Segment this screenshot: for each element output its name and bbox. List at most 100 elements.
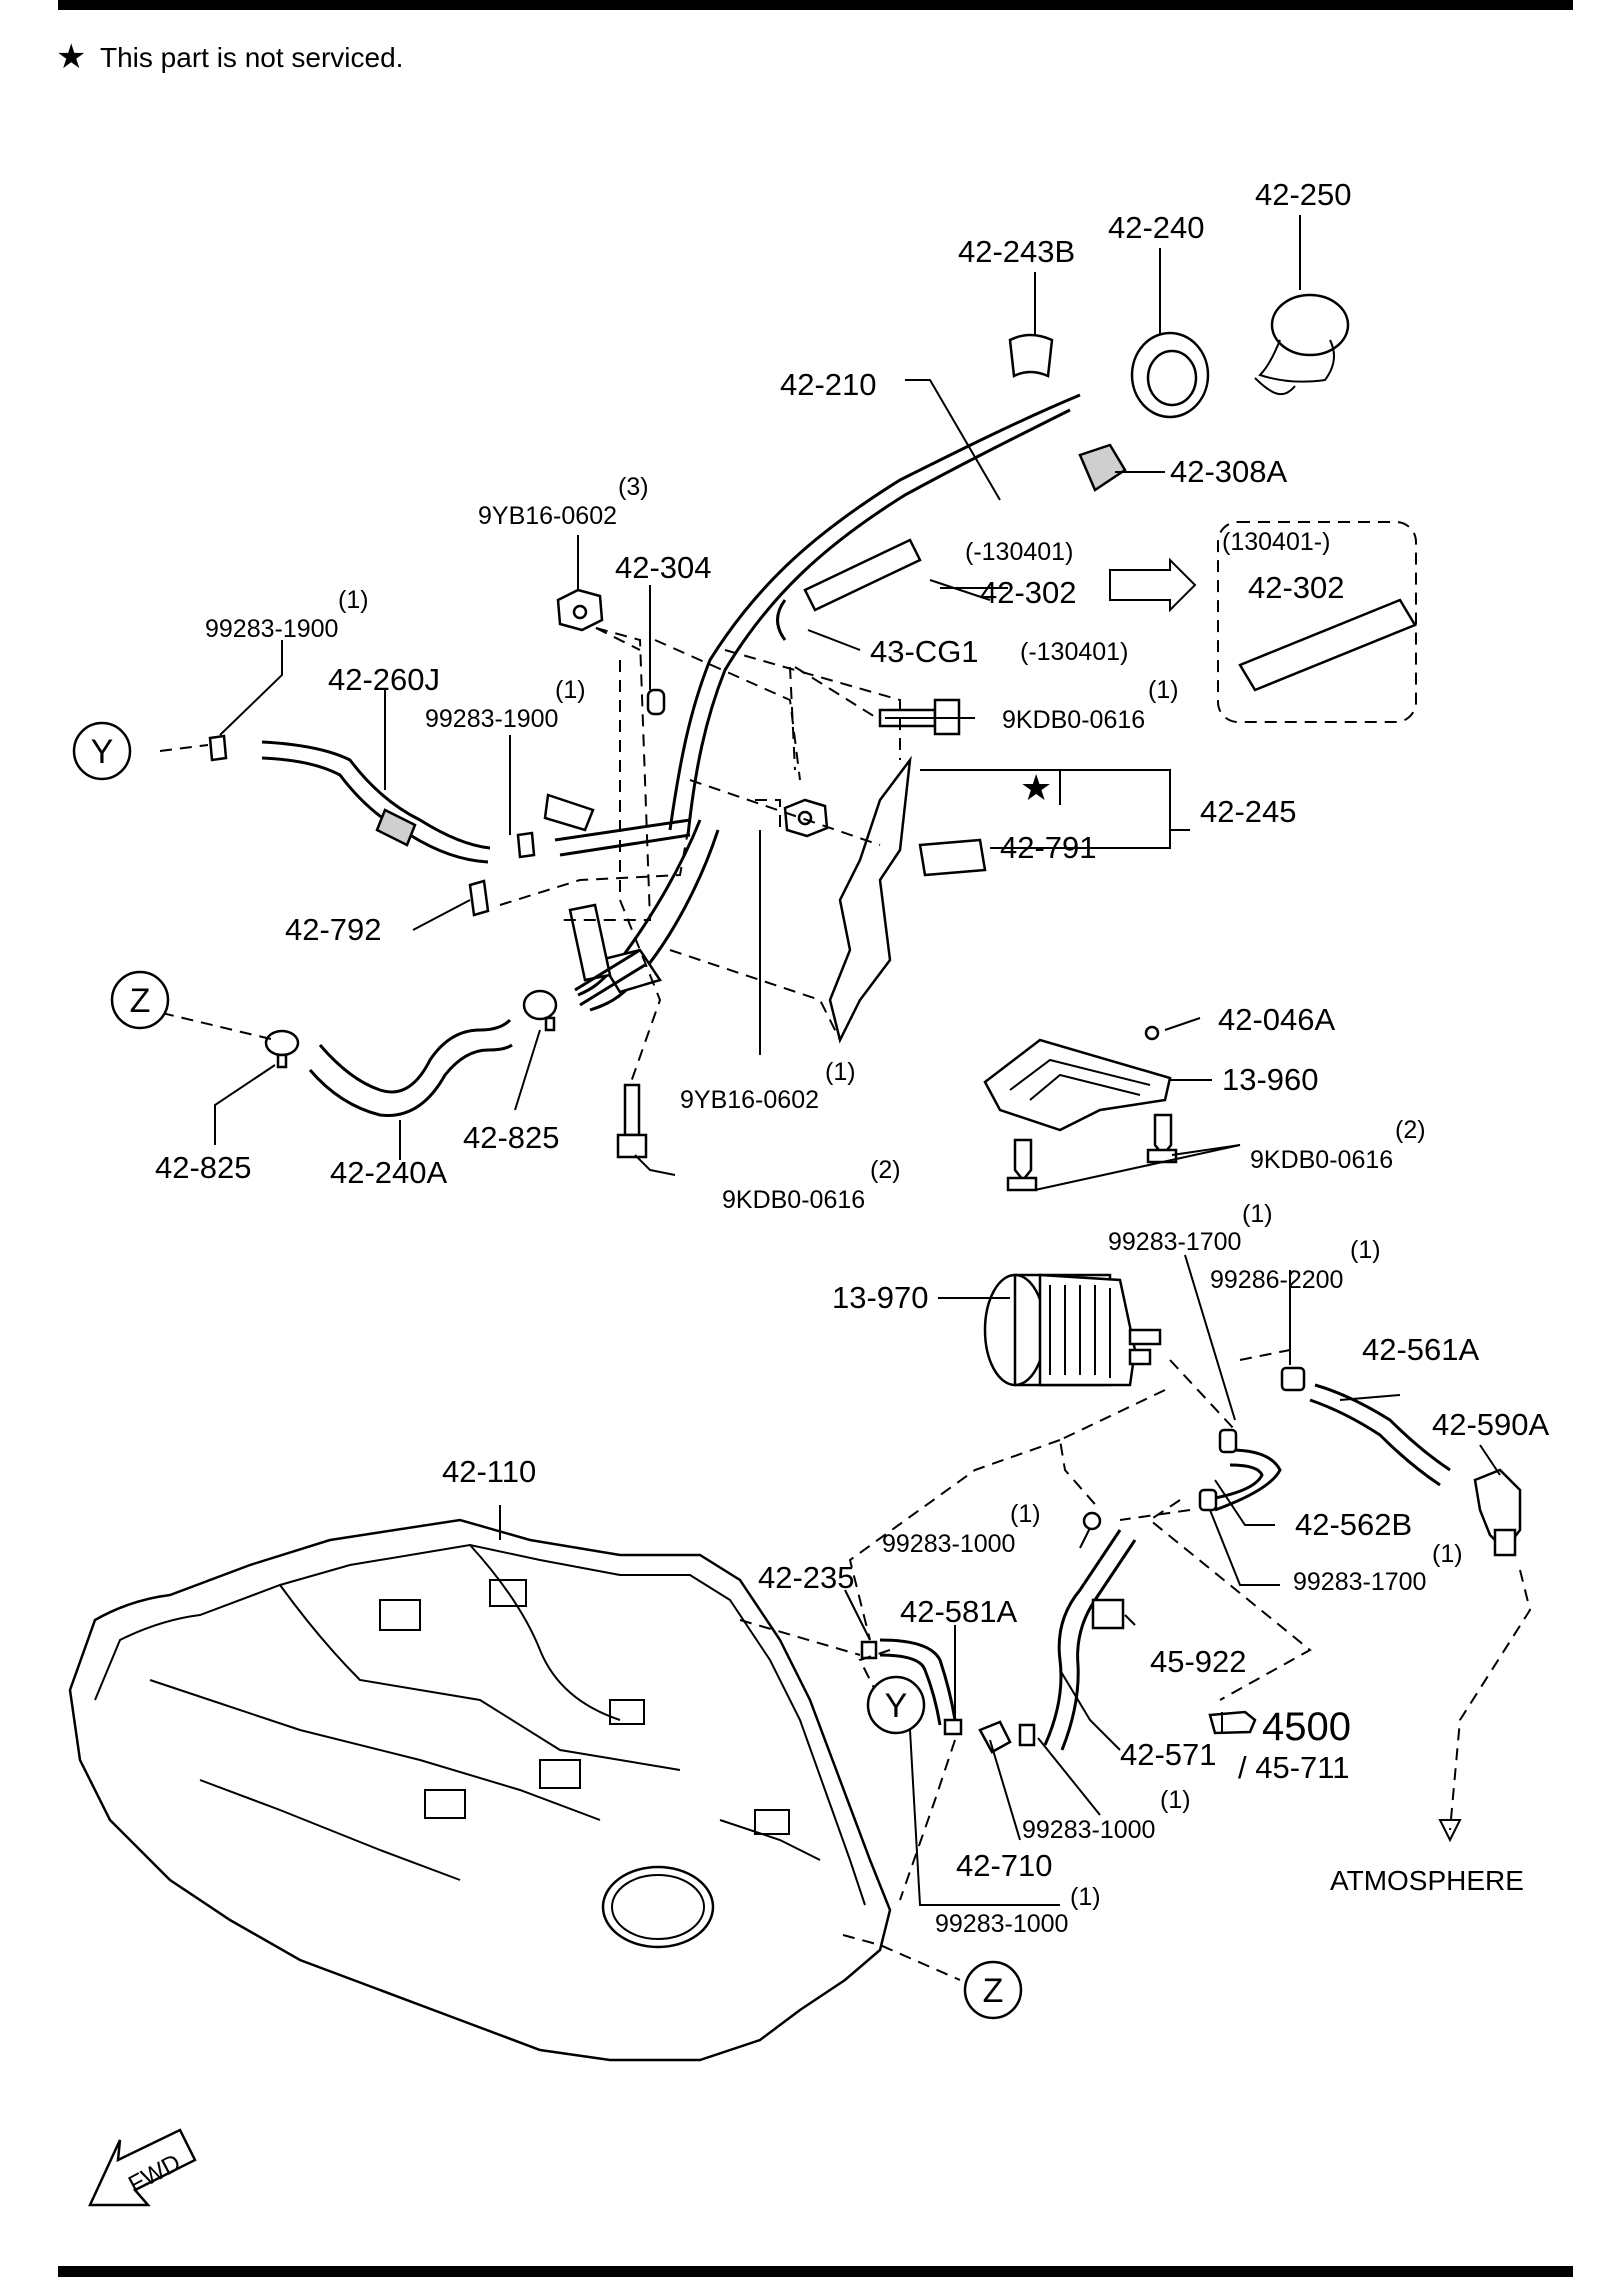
label-42-304: 42-304 — [615, 550, 712, 585]
part-42-304 — [646, 688, 666, 716]
clamp-99283-1900-a — [208, 734, 228, 762]
label-42-240: 42-240 — [1108, 210, 1205, 245]
screw-9KDB0-right-b — [1006, 1138, 1038, 1192]
label-42-792: 42-792 — [285, 912, 382, 947]
label-42-825-b: 42-825 — [463, 1120, 560, 1155]
svg-text:Z: Z — [983, 1972, 1004, 2010]
hose-42-562B — [1198, 1428, 1282, 1512]
nut-9YB16-mid — [783, 798, 829, 838]
clamp-99283-1900-b — [516, 831, 536, 859]
note-star-icon: ★ — [56, 38, 86, 76]
label-42-243B: 42-243B — [958, 234, 1075, 269]
label-42-562B: 42-562B — [1295, 1507, 1412, 1542]
solid-leaders — [214, 215, 1501, 1906]
label-42-581A: 42-581A — [900, 1594, 1018, 1629]
label-13-960: 13-960 — [1222, 1062, 1319, 1097]
label-42-240A: 42-240A — [330, 1155, 448, 1190]
label-13-970: 13-970 — [832, 1280, 929, 1315]
clamp-42-825-a — [264, 1029, 300, 1069]
qty-99286-2200: (1) — [1350, 1236, 1381, 1264]
qty-99283-1700-a: (1) — [1242, 1200, 1273, 1228]
qty-9KDB0-mid: (2) — [870, 1156, 901, 1184]
top-border — [58, 0, 1573, 10]
svg-text:Y: Y — [885, 1687, 908, 1725]
part-42-302-alt — [1238, 598, 1417, 692]
valve-42-590A — [1473, 1468, 1522, 1557]
fuel-tank-42-110 — [68, 1518, 892, 2062]
label-42-590A: 42-590A — [1432, 1407, 1550, 1442]
svg-text:Y: Y — [91, 733, 114, 771]
hose-42-561A — [1280, 1366, 1451, 1487]
grommet-42-046A — [1144, 1025, 1160, 1041]
pipe-42-581A — [879, 1638, 963, 1736]
part-42-792 — [468, 879, 490, 917]
alt-part-frame — [1217, 521, 1417, 723]
label-42-110: 42-110 — [442, 1454, 536, 1489]
label-42-710: 42-710 — [956, 1848, 1053, 1883]
label-9KDB0-right: 9KDB0-0616 — [1250, 1146, 1393, 1174]
condition-minus: (-130401) — [965, 538, 1073, 566]
qty-9YB16-top: (3) — [618, 473, 649, 501]
hand-pointer-icon — [1208, 1710, 1257, 1735]
part-42-308A — [1078, 443, 1127, 492]
label-42-825-a: 42-825 — [155, 1150, 252, 1185]
callout-Z-lower: Z — [963, 1960, 1023, 2020]
label-99283-1900-b: 99283-1900 — [425, 705, 558, 733]
condition-plus: (130401-) — [1222, 528, 1330, 556]
qty-9KDB0-right: (2) — [1395, 1116, 1426, 1144]
qty-99283-1700-b: (1) — [1432, 1540, 1463, 1568]
label-9KDB0-top: 9KDB0-0616 — [1002, 706, 1145, 734]
qty-99283-1000-b: (1) — [1160, 1786, 1191, 1814]
callout-Y-upper: Y — [72, 721, 132, 781]
part-42-302-hose — [803, 538, 922, 612]
label-99283-1700-a: 99283-1700 — [1108, 1228, 1241, 1256]
fuel-cap-42-250 — [1254, 293, 1350, 396]
hose-42-571 — [1043, 1529, 1137, 1751]
ref-4500: 4500 — [1262, 1705, 1351, 1749]
label-42-791: 42-791 — [1000, 830, 1097, 865]
qty-99283-1000-a: (1) — [1010, 1500, 1041, 1528]
label-42-046A: 42-046A — [1218, 1002, 1336, 1037]
clip-42-235 — [860, 1640, 878, 1660]
bolt-9KDB0-mid — [616, 1083, 648, 1159]
part-42-243B — [1008, 333, 1054, 378]
label-42-561A: 42-561A — [1362, 1332, 1480, 1367]
hose-42-260J — [261, 740, 491, 864]
bottom-border — [58, 2266, 1573, 2277]
ref-45-711: / 45-711 — [1238, 1750, 1349, 1785]
label-9KDB0-mid: 9KDB0-0616 — [722, 1186, 865, 1214]
label-99283-1000-c: 99283-1000 — [935, 1910, 1068, 1938]
callout-Z-upper: Z — [110, 970, 170, 1030]
part-43-CG1 — [776, 599, 787, 641]
label-42-571: 42-571 — [1120, 1737, 1217, 1772]
label-42-245: 42-245 — [1200, 794, 1297, 829]
shield-42-245 — [828, 755, 987, 1044]
condition-minus-2: (-130401) — [1020, 638, 1128, 666]
label-42-250: 42-250 — [1255, 177, 1352, 212]
clamp-99283-1000-a — [1082, 1511, 1102, 1531]
label-99283-1900-a: 99283-1900 — [205, 615, 338, 643]
qty-9KDB0-top: (1) — [1148, 676, 1179, 704]
note-text: This part is not serviced. — [100, 42, 403, 73]
svg-text:Z: Z — [130, 982, 151, 1020]
label-45-922: 45-922 — [1150, 1644, 1247, 1679]
label-9YB16-top: 9YB16-0602 — [478, 502, 617, 530]
screw-9KDB0-right-a — [1146, 1113, 1178, 1164]
qty-99283-1000-c: (1) — [1070, 1883, 1101, 1911]
hose-42-240A — [308, 1018, 513, 1117]
qty-99283-1900-a: (1) — [338, 586, 369, 614]
callout-Y-lower: Y — [866, 1675, 926, 1735]
nut-9YB16-top — [556, 588, 604, 632]
canister-13-970 — [983, 1273, 1162, 1387]
qty-9YB16-mid: (1) — [825, 1058, 856, 1086]
label-42-302-b: 42-302 — [1248, 570, 1345, 605]
label-43-CG1: 43-CG1 — [870, 634, 979, 669]
lower-leader-lines — [739, 1349, 1532, 1981]
fwd-arrow-icon: FWD — [88, 2128, 197, 2207]
upper-leader-lines — [159, 627, 901, 1086]
not-serviced-star: ★ — [1020, 767, 1052, 808]
label-42-260J: 42-260J — [328, 662, 440, 697]
clamp-99283-1000-b — [1018, 1723, 1036, 1747]
label-99283-1700-b: 99283-1700 — [1293, 1568, 1426, 1596]
